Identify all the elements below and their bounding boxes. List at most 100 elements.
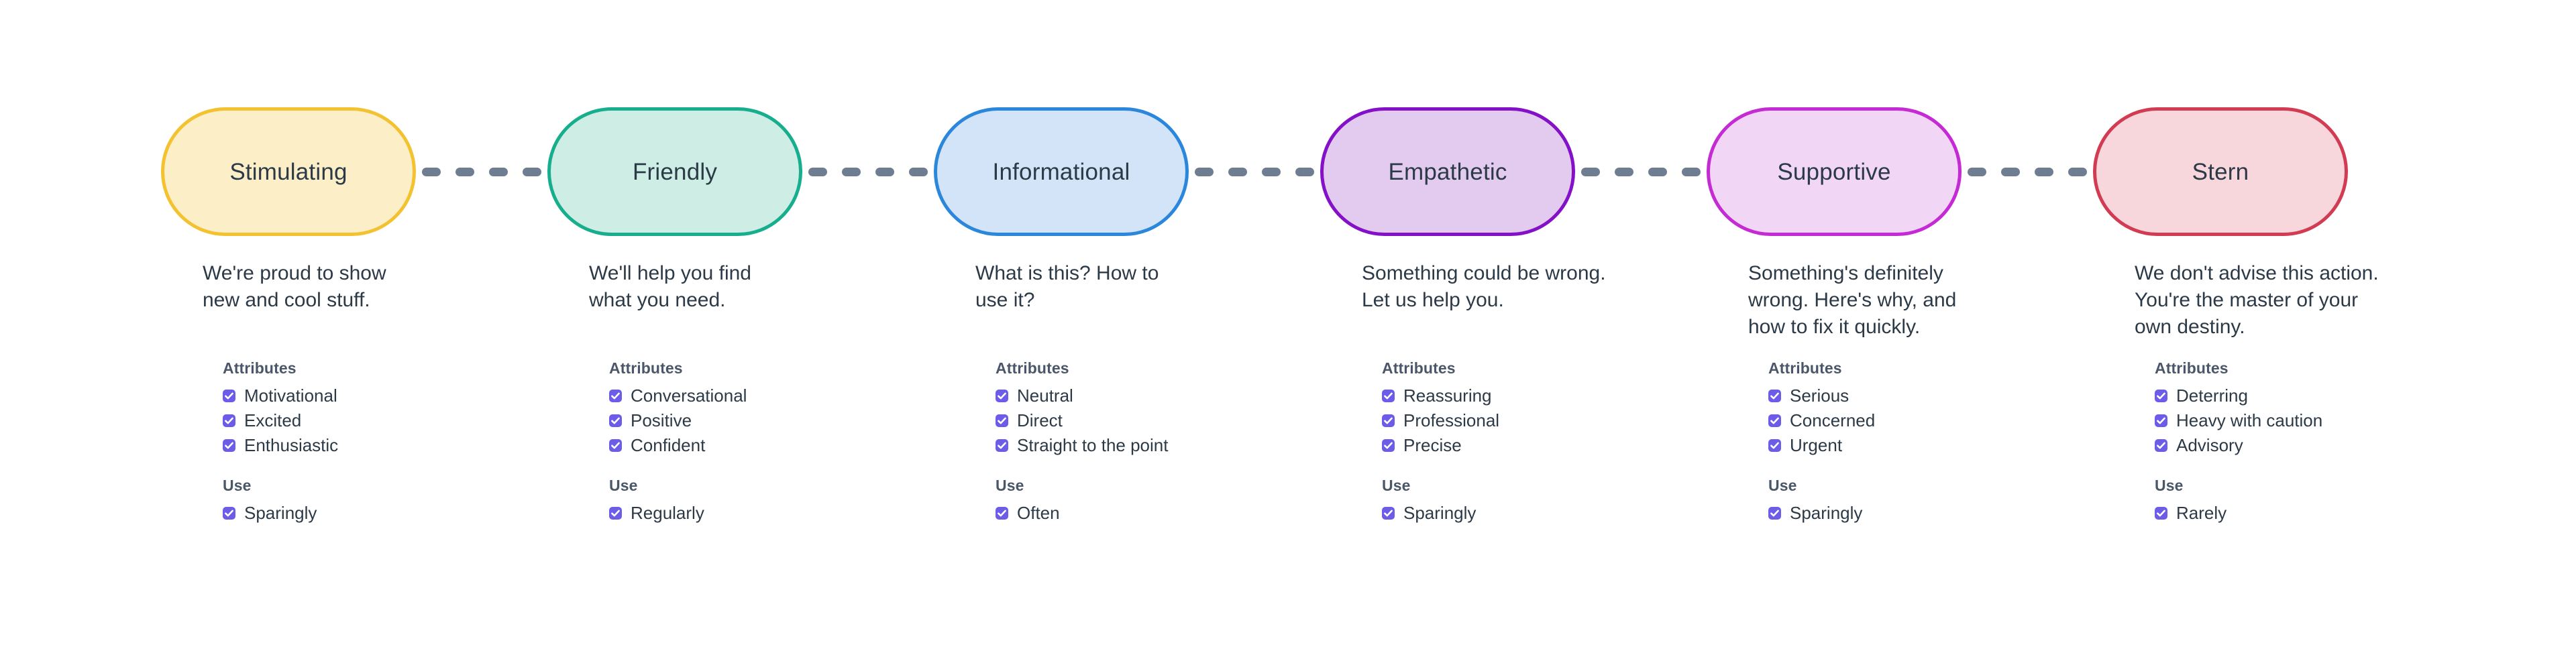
checkmark-icon[interactable] (2155, 506, 2167, 520)
checkmark-icon[interactable] (1382, 438, 1395, 452)
connector-dash (2035, 167, 2053, 176)
attribute-checkbox-row[interactable]: Excited (223, 412, 538, 429)
attribute-checkbox-row[interactable]: Professional (1382, 412, 1697, 429)
checkmark-icon[interactable] (1382, 506, 1395, 520)
attribute-checkbox-row[interactable]: Heavy with caution (2155, 412, 2470, 429)
connector-dash (2068, 167, 2087, 176)
checkmark-icon[interactable] (609, 506, 622, 520)
checkmark-icon[interactable] (223, 414, 235, 427)
checkmark-icon[interactable] (1382, 414, 1395, 427)
connector-dash (455, 167, 474, 176)
checkmark-icon[interactable] (996, 506, 1008, 520)
tone-pill-label: Informational (992, 158, 1130, 185)
attributes-heading: Attributes (609, 359, 683, 377)
attribute-checkbox-row[interactable]: Precise (1382, 436, 1697, 454)
attribute-checkbox-row[interactable]: Neutral (996, 387, 1311, 404)
use-checkbox-row[interactable]: Sparingly (1382, 504, 1697, 522)
dashed-connector-2 (802, 167, 934, 176)
checkmark-icon[interactable] (609, 389, 622, 402)
attribute-checkbox-row[interactable]: Straight to the point (996, 436, 1311, 454)
use-checkbox-row[interactable]: Sparingly (1768, 504, 2084, 522)
tone-column-informational: Informational (934, 107, 1191, 236)
checkmark-icon[interactable] (223, 438, 235, 452)
checkmark-icon[interactable] (609, 438, 622, 452)
attribute-label: Excited (244, 410, 302, 430)
tone-pill-label: Stimulating (229, 158, 347, 185)
tone-description-informational: What is this? How to use it? (975, 262, 1159, 311)
tone-pill-empathetic[interactable]: Empathetic (1320, 107, 1575, 236)
attribute-checkbox-row[interactable]: Serious (1768, 387, 2084, 404)
use-label: Sparingly (1790, 503, 1863, 523)
tone-column-supportive: Supportive (1707, 107, 1964, 236)
checkmark-icon[interactable] (1768, 506, 1781, 520)
checkmark-icon[interactable] (1768, 438, 1781, 452)
attribute-checkbox-row[interactable]: Deterring (2155, 387, 2470, 404)
attribute-label: Heavy with caution (2176, 410, 2323, 430)
attribute-label: Motivational (244, 386, 337, 406)
tone-pill-friendly[interactable]: Friendly (547, 107, 802, 236)
connector-dash (1262, 167, 1281, 176)
tone-pill-label: Friendly (632, 158, 718, 185)
attribute-checkbox-row[interactable]: Concerned (1768, 412, 2084, 429)
attribute-label: Urgent (1790, 435, 1843, 455)
attribute-label: Concerned (1790, 410, 1876, 430)
tone-description-friendly: We'll help you find what you need. (589, 262, 751, 311)
connector-dash (1968, 167, 1986, 176)
attribute-checkbox-row[interactable]: Reassuring (1382, 387, 1697, 404)
attribute-checkbox-row[interactable]: Confident (609, 436, 924, 454)
attribute-checkbox-row[interactable]: Enthusiastic (223, 436, 538, 454)
attribute-checkbox-row[interactable]: Advisory (2155, 436, 2470, 454)
checkmark-icon[interactable] (223, 506, 235, 520)
connector-dash (523, 167, 541, 176)
checkmark-icon[interactable] (2155, 438, 2167, 452)
checkmark-icon[interactable] (996, 389, 1008, 402)
dashed-connector-4 (1575, 167, 1707, 176)
use-label: Sparingly (1403, 503, 1477, 523)
use-heading: Use (1768, 477, 1797, 494)
attribute-checkbox-row[interactable]: Urgent (1768, 436, 2084, 454)
checkmark-icon[interactable] (1382, 389, 1395, 402)
checkmark-icon[interactable] (609, 414, 622, 427)
use-heading: Use (1382, 477, 1411, 494)
connector-dash (875, 167, 894, 176)
tone-pill-row: Stimulating Friendly Informational Empathet… (161, 107, 2361, 241)
attribute-label: Enthusiastic (244, 435, 339, 455)
use-heading: Use (223, 477, 252, 494)
attribute-checkbox-row[interactable]: Direct (996, 412, 1311, 429)
attribute-checkbox-row[interactable]: Conversational (609, 387, 924, 404)
use-checkbox-row[interactable]: Sparingly (223, 504, 538, 522)
attribute-checkbox-row[interactable]: Positive (609, 412, 924, 429)
tone-pill-stern[interactable]: Stern (2093, 107, 2348, 236)
checkmark-icon[interactable] (996, 414, 1008, 427)
connector-dash (2001, 167, 2020, 176)
checkmark-icon[interactable] (223, 389, 235, 402)
use-checkbox-row[interactable]: Rarely (2155, 504, 2470, 522)
checkmark-icon[interactable] (2155, 389, 2167, 402)
connector-dash (909, 167, 928, 176)
attribute-label: Advisory (2176, 435, 2243, 455)
attribute-label: Serious (1790, 386, 1849, 406)
tone-column-friendly: Friendly (547, 107, 805, 236)
attribute-label: Direct (1017, 410, 1063, 430)
connector-dash (1295, 167, 1314, 176)
checkmark-icon[interactable] (1768, 389, 1781, 402)
tone-pill-supportive[interactable]: Supportive (1707, 107, 1962, 236)
connector-dash (808, 167, 827, 176)
tone-pill-label: Empathetic (1388, 158, 1507, 185)
attribute-label: Deterring (2176, 386, 2248, 406)
dashed-connector-5 (1962, 167, 2093, 176)
checkmark-icon[interactable] (2155, 414, 2167, 427)
use-checkbox-row[interactable]: Regularly (609, 504, 924, 522)
use-label: Regularly (631, 503, 704, 523)
attribute-checkbox-row[interactable]: Motivational (223, 387, 538, 404)
connector-dash (1615, 167, 1633, 176)
use-checkbox-row[interactable]: Often (996, 504, 1311, 522)
tone-pill-informational[interactable]: Informational (934, 107, 1189, 236)
checkmark-icon[interactable] (1768, 414, 1781, 427)
tone-pill-stimulating[interactable]: Stimulating (161, 107, 416, 236)
checkmark-icon[interactable] (996, 438, 1008, 452)
